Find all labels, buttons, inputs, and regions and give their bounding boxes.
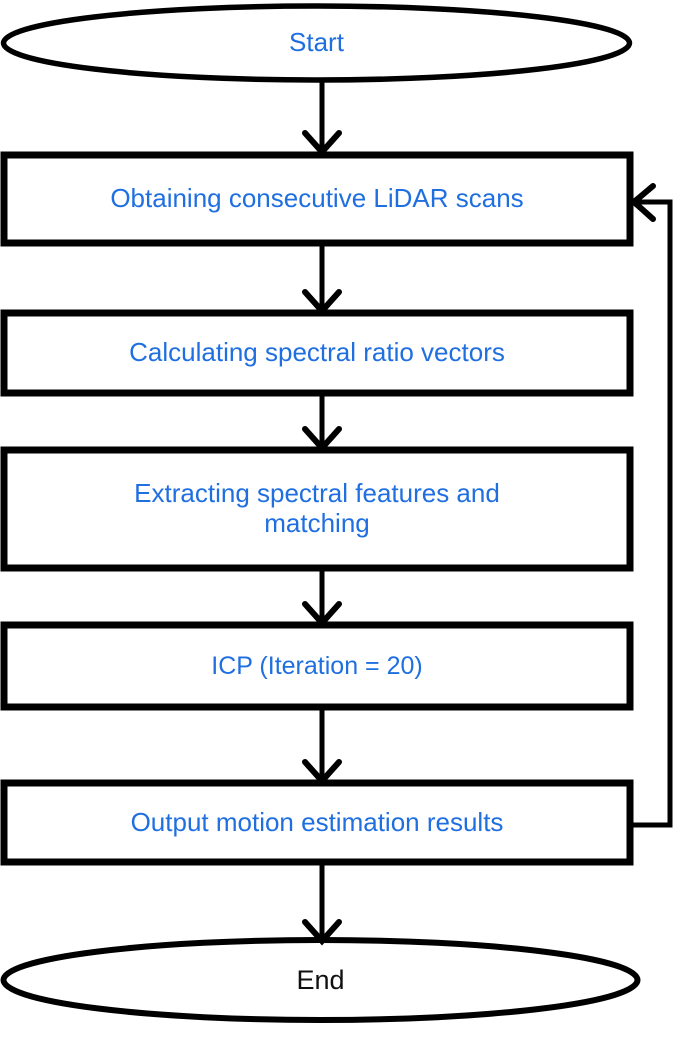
- arrowhead-chevron-down: [302, 759, 342, 786]
- edge-icp-to-output: [302, 710, 342, 786]
- arrowhead-chevron-down: [302, 289, 342, 316]
- node-start-shape[interactable]: [0, 3, 633, 83]
- node-end-shape[interactable]: [0, 937, 641, 1023]
- arrowhead-chevron-left: [629, 183, 656, 222]
- edge-extract-to-icp: [302, 571, 342, 628]
- arrowhead-chevron-down: [302, 426, 342, 453]
- node-icp-shape[interactable]: [0, 621, 634, 711]
- node-obtain-scans-shape[interactable]: [0, 151, 634, 247]
- node-extract-match-shape[interactable]: [0, 446, 634, 572]
- edge-obtain-to-spectral: [302, 246, 342, 316]
- edge-spectral-to-extract: [302, 396, 342, 453]
- arrowhead-chevron-down: [302, 601, 342, 628]
- edge-feedback-loop: [629, 183, 673, 828]
- node-spectral-ratio-shape[interactable]: [0, 309, 634, 397]
- edge-start-to-obtain: [302, 79, 342, 157]
- arrowhead-chevron-down: [302, 130, 342, 157]
- node-output-motion-shape[interactable]: [0, 779, 634, 866]
- arrowhead-chevron-down: [302, 919, 342, 946]
- edge-output-to-end: [302, 865, 342, 946]
